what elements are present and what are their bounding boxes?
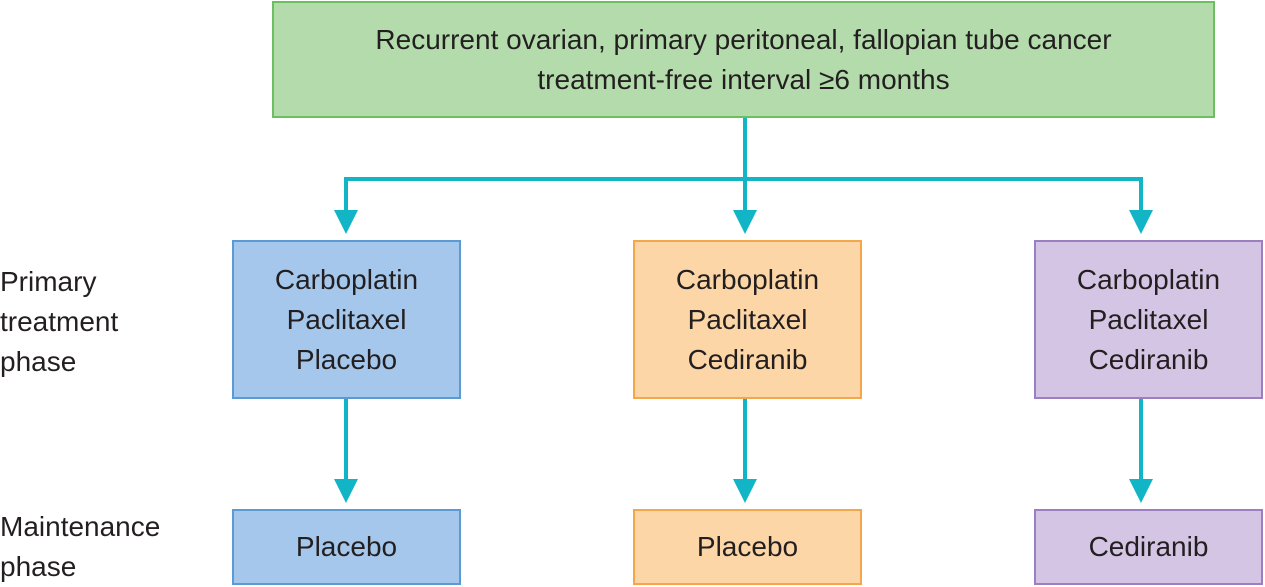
eligibility-line-1: Recurrent ovarian, primary peritoneal, f… [375, 23, 1112, 55]
maintenance-phase-label-line: Maintenance [0, 511, 161, 542]
arm2-primary-drug: Carboplatin [675, 263, 820, 295]
arm2-maintenance-drug: Placebo [696, 531, 799, 562]
arm2-primary-box: Carboplatin Paclitaxel Cediranib [633, 240, 862, 399]
arm3-primary-drug: Cediranib [1088, 343, 1209, 375]
eligibility-box: Recurrent ovarian, primary peritoneal, f… [272, 1, 1215, 118]
arm3-primary-drug: Paclitaxel [1088, 303, 1209, 335]
arm3-maintenance-drug: Cediranib [1088, 531, 1209, 562]
maintenance-phase-label-line: phase [0, 551, 77, 582]
primary-phase-label-line: Primary [0, 266, 97, 297]
arm1-maintenance-drug: Placebo [295, 531, 398, 562]
primary-phase-label-line: phase [0, 346, 77, 377]
arm2-primary-drug: Paclitaxel [687, 303, 808, 335]
primary-phase-label-line: treatment [0, 306, 119, 337]
arm1-maintenance-box: Placebo [232, 509, 461, 585]
eligibility-line-2: treatment-free interval ≥6 months [537, 63, 950, 95]
arm3-primary-drug: Carboplatin [1076, 263, 1221, 295]
arm2-maintenance-box: Placebo [633, 509, 862, 585]
arm3-maintenance-box: Cediranib [1034, 509, 1263, 585]
arm1-primary-drug: Carboplatin [274, 263, 419, 295]
maintenance-phase-label: Maintenance phase [0, 507, 160, 587]
arm1-primary-drug: Paclitaxel [286, 303, 407, 335]
primary-phase-label: Primary treatment phase [0, 262, 118, 382]
arm3-primary-box: Carboplatin Paclitaxel Cediranib [1034, 240, 1263, 399]
arm1-primary-drug: Placebo [295, 343, 398, 375]
arm2-primary-drug: Cediranib [687, 343, 808, 375]
arm1-primary-box: Carboplatin Paclitaxel Placebo [232, 240, 461, 399]
